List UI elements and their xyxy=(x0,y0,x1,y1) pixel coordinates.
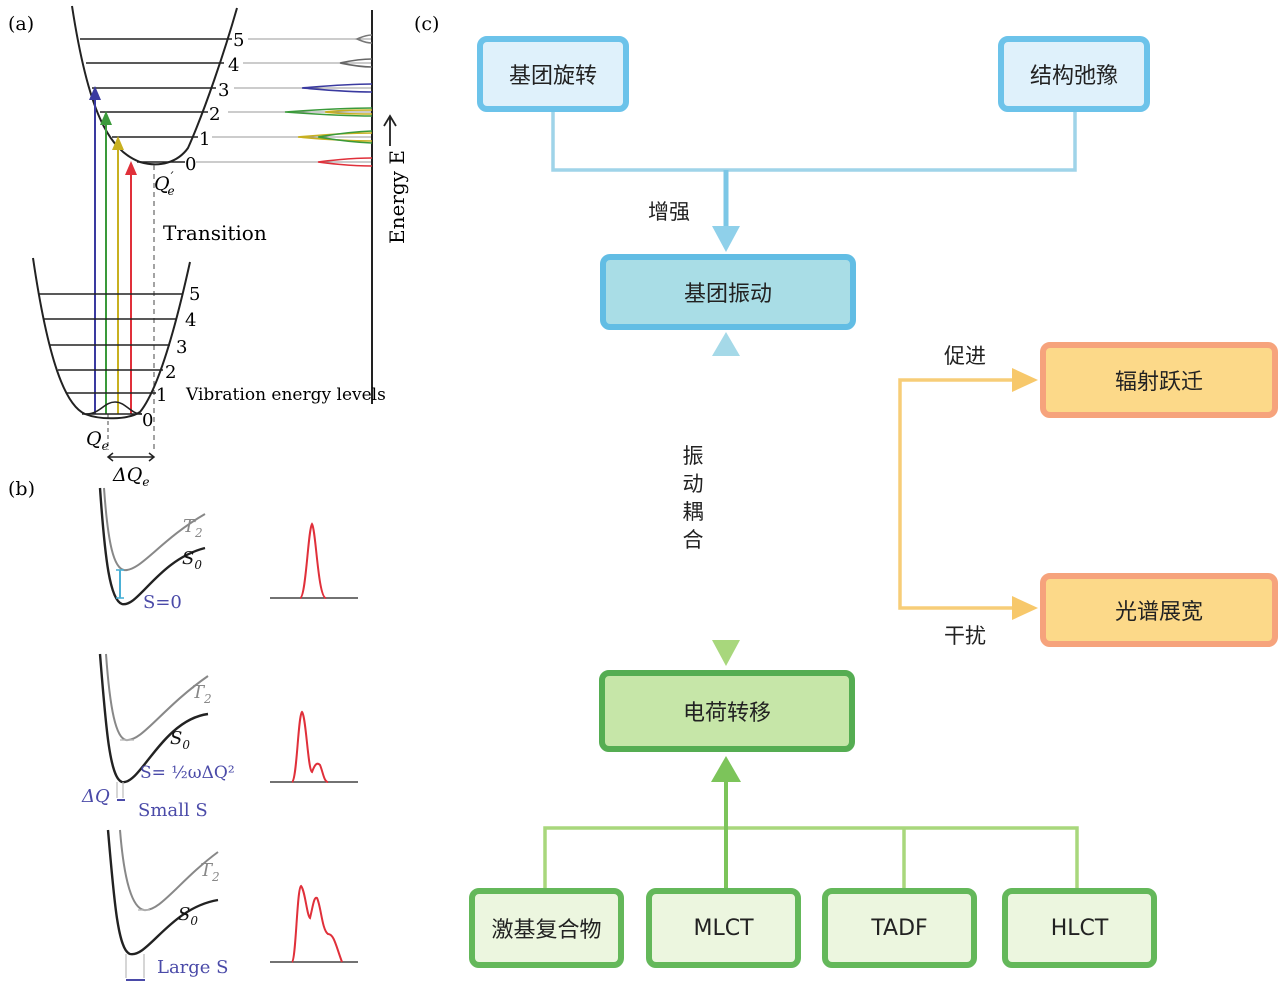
panel-label-a: (a) xyxy=(8,13,34,35)
large-s-label: Large S xyxy=(157,957,229,978)
q-e-prime-label: Q′e xyxy=(154,170,175,198)
enhance-arrowhead-icon xyxy=(712,226,740,252)
delta-q-e-label: ΔQe xyxy=(112,464,149,489)
exciplex-box: 激基复合物 xyxy=(469,888,624,968)
upper-level-4: 4 xyxy=(228,55,239,76)
s0-curve-1 xyxy=(98,487,206,606)
t2-label-2: T2 xyxy=(192,682,212,706)
upper-level-2: 2 xyxy=(209,104,220,125)
upper-level-1: 1 xyxy=(199,129,210,150)
interfere-arrowhead-icon xyxy=(1012,596,1038,620)
down-arrowhead-icon xyxy=(712,640,740,666)
s0-label-1: S0 xyxy=(182,548,202,572)
cause-arrowhead-icon xyxy=(711,756,741,782)
lower-level-1: 1 xyxy=(156,385,167,406)
s0-curve-2 xyxy=(98,653,209,784)
t2-label-1: T2 xyxy=(183,516,203,540)
upper-levels xyxy=(80,38,232,163)
lower-level-5: 5 xyxy=(189,284,200,305)
t2-label-3: T2 xyxy=(200,860,220,884)
upper-potential-curve xyxy=(71,5,238,166)
panel-label-c: (c) xyxy=(414,13,439,35)
vibronic-char-4: 合 xyxy=(682,528,704,552)
small-s-label: Small S xyxy=(138,800,208,821)
vibronic-char-3: 耦 xyxy=(682,500,704,524)
mlct-box: MLCT xyxy=(646,888,801,968)
transition-label: Transition xyxy=(163,221,267,245)
lower-level-4: 4 xyxy=(185,310,196,331)
s0-curve-3 xyxy=(106,829,219,956)
vibronic-char-1: 振 xyxy=(682,444,704,468)
upper-level-0: 0 xyxy=(185,154,196,175)
promote-arrowhead-icon xyxy=(1012,368,1038,392)
tadf-box: TADF xyxy=(822,888,977,968)
delta-q-label: ΔQ xyxy=(81,786,110,807)
s0-label-2: S0 xyxy=(170,728,190,752)
energy-arrow-icon xyxy=(383,114,397,146)
t2-curve-1 xyxy=(103,487,206,572)
transition-arrows xyxy=(94,95,132,414)
panel-label-b: (b) xyxy=(8,478,35,500)
charge-transfer-box: 电荷转移 xyxy=(599,670,855,752)
vibronic-char-2: 动 xyxy=(682,472,704,496)
spectrum-2 xyxy=(291,710,329,783)
hlct-box: HLCT xyxy=(1002,888,1157,968)
spectrum-3 xyxy=(291,884,343,963)
upper-level-5: 5 xyxy=(233,30,244,51)
delta-q-e-arrow xyxy=(106,452,156,462)
enhance-label: 增强 xyxy=(648,200,690,224)
lower-levels xyxy=(39,293,182,415)
level-guide-lines xyxy=(196,38,372,163)
vibration-levels-label: Vibration energy levels xyxy=(185,385,386,405)
upper-level-3: 3 xyxy=(218,80,229,101)
group-rotation-box: 基团旋转 xyxy=(477,36,629,112)
s-formula-label: S= ½ωΔQ² xyxy=(140,763,235,783)
group-vibration-box: 基团振动 xyxy=(600,254,856,330)
energy-axis-label: Energy E xyxy=(385,150,409,244)
vibronic-coupling-label: 振 动 耦 合 xyxy=(680,442,706,554)
radiative-transition-box: 辐射跃迁 xyxy=(1040,342,1278,418)
panel-a: 0 1 2 3 4 5 Energy E xyxy=(32,5,409,489)
s-zero-label: S=0 xyxy=(143,592,182,613)
promote-label: 促进 xyxy=(944,344,986,368)
lower-level-3: 3 xyxy=(176,337,187,358)
ground-wavefunction xyxy=(85,401,143,415)
panel-c-connectors xyxy=(543,110,1079,893)
lower-level-0: 0 xyxy=(142,410,153,431)
lower-potential-curve xyxy=(32,257,191,420)
transition-arrowheads xyxy=(89,86,137,175)
spectral-broadening-box: 光谱展宽 xyxy=(1040,573,1278,647)
spectrum-1 xyxy=(299,522,327,599)
panel-b: T2 S0 S=0 T2 S0 S= ½ωΔQ² ΔQ Small S T2 S… xyxy=(81,487,358,981)
up-arrowhead-icon xyxy=(712,332,740,356)
lower-level-2: 2 xyxy=(165,362,176,383)
structure-relax-box: 结构弛豫 xyxy=(998,36,1150,112)
spectra-peaks xyxy=(284,34,373,167)
interfere-label: 干扰 xyxy=(944,624,986,648)
q-e-label: Qe xyxy=(86,428,109,453)
